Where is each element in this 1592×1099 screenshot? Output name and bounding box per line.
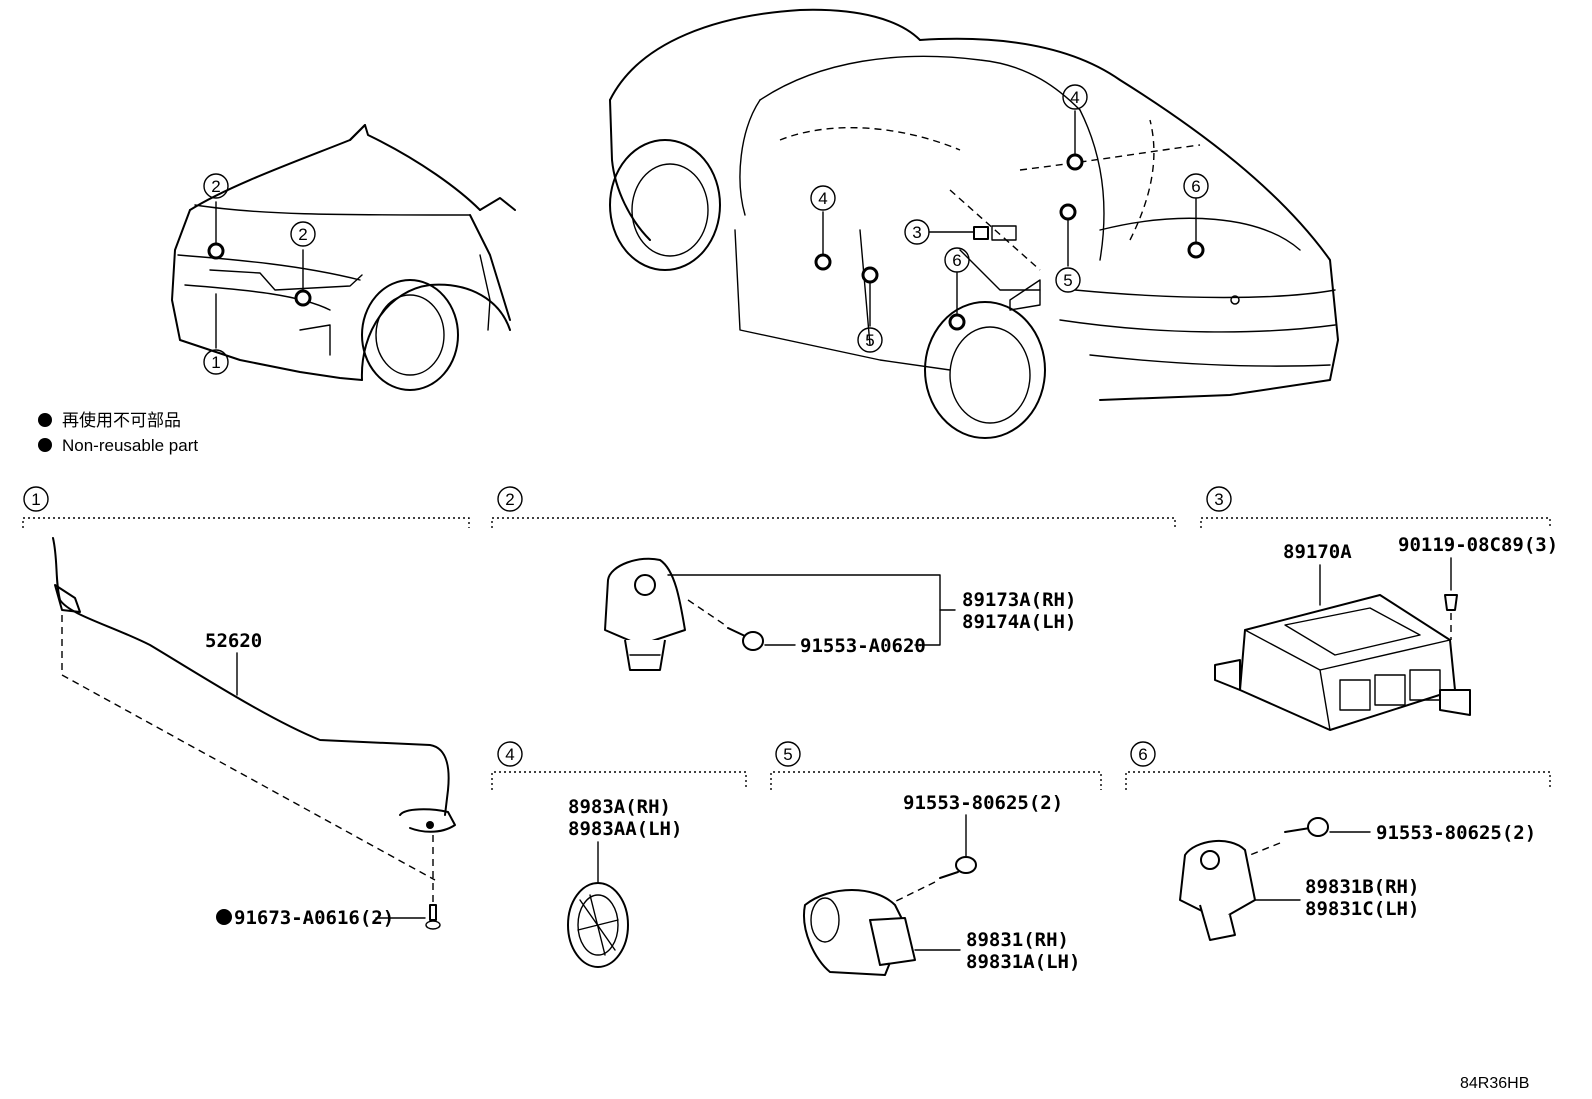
part-89173a-label: 89173A(RH) [962, 589, 1076, 611]
part-91553-80625-b-label: 91553-80625(2) [903, 792, 1063, 814]
section-5-side-sensor: 5 91553-80625(2) 89831(RH) 89831A(LH) [770, 741, 1102, 976]
rear-callout-5b: 5 [1063, 271, 1072, 290]
part-91553-80625-c-label: 91553-80625(2) [1376, 822, 1536, 844]
front-car-illustration: 2 2 1 [171, 124, 516, 391]
rear-callout-6a: 6 [1191, 177, 1200, 196]
part-89170a-label: 89170A [1283, 541, 1352, 563]
legend: 再使用不可部品 Non-reusable part [38, 410, 198, 455]
legend-jp-text: 再使用不可部品 [62, 410, 181, 430]
rear-callout-6b: 6 [952, 251, 961, 270]
section-1-front-airbag-sensor-wire: 1 52620 91673-A0616(2) [22, 486, 470, 930]
diagram-code: 84R36HB [1460, 1075, 1529, 1092]
legend-en-text: Non-reusable part [62, 436, 198, 455]
rear-car-illustration: 4 4 5 5 6 6 3 [609, 8, 1339, 439]
part-8983aa-label: 8983AA(LH) [568, 818, 682, 840]
rear-callout-4a: 4 [1070, 88, 1079, 107]
section-1-callout: 1 [31, 490, 40, 509]
part-8983a-label: 8983A(RH) [568, 796, 671, 818]
section-6-callout: 6 [1138, 745, 1147, 764]
rear-callout-4b: 4 [818, 189, 827, 208]
rear-callout-5a: 5 [865, 331, 874, 350]
part-89831c-label: 89831C(LH) [1305, 898, 1419, 920]
section-2-front-impact-sensor: 2 89173A(RH) 89174A(LH) 91553-A0620 [491, 486, 1176, 671]
section-4-callout: 4 [505, 745, 514, 764]
front-callout-1: 1 [211, 353, 220, 372]
front-callout-2b: 2 [298, 225, 307, 244]
part-90119-label: 90119-08C89(3) [1398, 534, 1558, 556]
section-6-rear-side-sensor: 6 91553-80625(2) 89831B(RH) 89831C(LH) [1125, 741, 1551, 941]
section-3-callout: 3 [1214, 490, 1223, 509]
part-89831b-label: 89831B(RH) [1305, 876, 1419, 898]
section-3-airbag-ecu: 3 89170A 90119-08C89(3) [1200, 486, 1558, 731]
part-89831a-label: 89831A(LH) [966, 951, 1080, 973]
part-52620-label: 52620 [205, 630, 262, 652]
rear-callout-3: 3 [912, 223, 921, 242]
part-91553-a0620-label: 91553-A0620 [800, 635, 926, 657]
part-89174a-label: 89174A(LH) [962, 611, 1076, 633]
section-4-door-pressure-sensor: 4 8983A(RH) 8983AA(LH) [491, 741, 747, 968]
section-2-callout: 2 [505, 490, 514, 509]
section-5-callout: 5 [783, 745, 792, 764]
part-89831-label: 89831(RH) [966, 929, 1069, 951]
front-callout-2a: 2 [211, 177, 220, 196]
part-91673-label: 91673-A0616(2) [234, 907, 394, 929]
